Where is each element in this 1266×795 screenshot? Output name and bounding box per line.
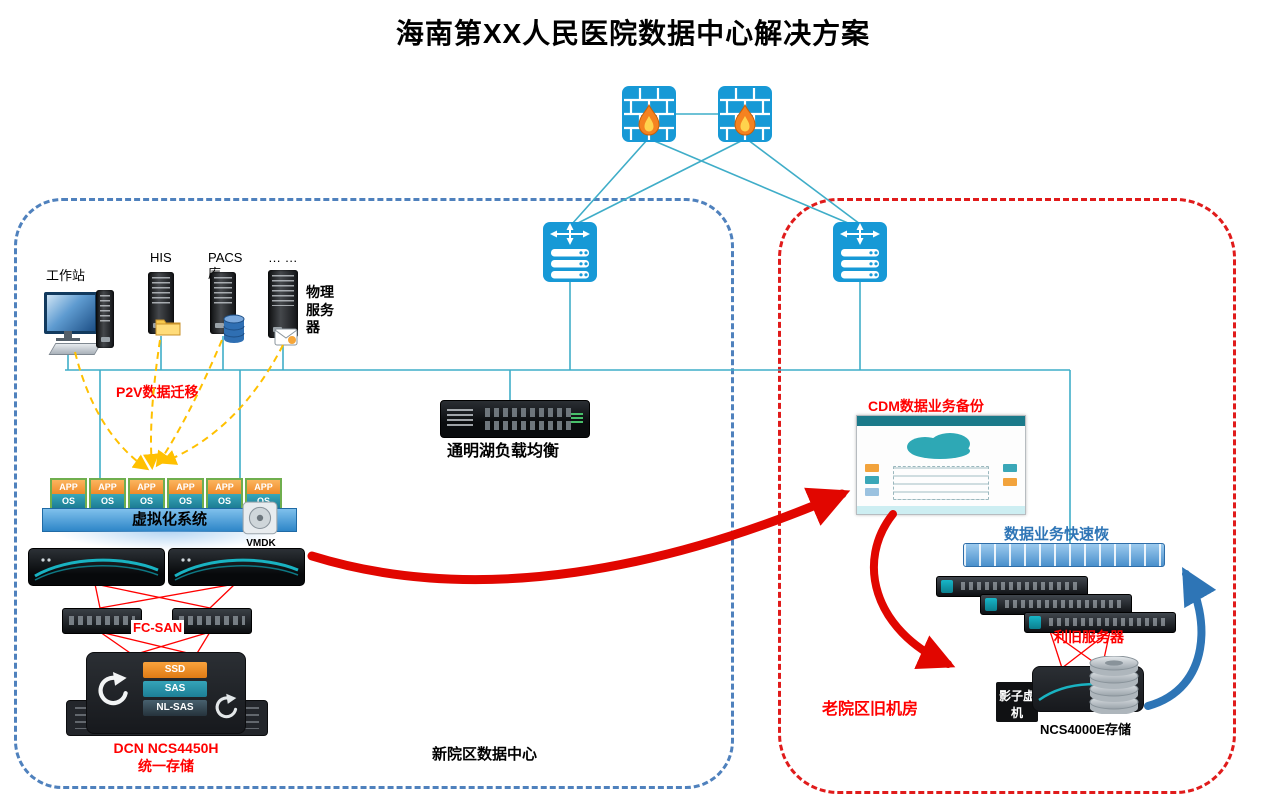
workstation-keyboard-icon [48,343,102,355]
cdm-node [865,488,879,496]
mail-icon [274,328,298,346]
ncs4000e-storage-label: NCS4000E存储 [1040,722,1132,737]
zone-new-campus-label: 新院区数据中心 [432,746,538,763]
workstation-monitor-icon [44,292,98,334]
core-switch-icon-1 [543,222,597,282]
firewall-icon-1 [622,86,676,142]
refresh-arrow-icon [215,693,238,719]
storage-tier-sas: SAS [143,681,207,697]
storage-ncs4450h-icon: SSD SAS NL-SAS [86,652,246,734]
workstation-label: 工作站 [46,268,86,283]
more-servers-label: … … [268,250,298,265]
virtual-host-server-icon-2 [168,548,305,586]
p2v-migration-label: P2V数据迁移 [116,384,199,400]
monitor-base [56,338,80,341]
monitor-stand [64,331,72,338]
cdm-flow-area [893,466,989,500]
cdm-header-strip [857,416,1025,426]
fc-san-label: FC-SAN [131,620,185,637]
old-server-icon-3 [1024,612,1176,633]
database-icon [222,314,246,344]
storage-model-label: DCN NCS4450H 统一存储 [113,740,219,774]
fc-switch-icon-2 [172,608,252,634]
led-lights [571,413,583,423]
folder-icon [155,316,181,336]
storage-tier-nlsas: NL-SAS [143,700,207,716]
workstation-tower-icon [96,290,114,348]
storage-tier-ssd: SSD [143,662,207,678]
cdm-node [865,476,879,484]
cdm-backup-label: CDM数据业务备份 [868,398,984,414]
refresh-arrow-icon [98,672,128,706]
load-balancer-device [440,400,590,438]
cdm-node [865,464,879,472]
virtual-host-server-icon-1 [28,548,165,586]
port-row [485,408,571,417]
server-physical-icon [268,270,298,338]
cdm-screenshot-panel [856,415,1026,515]
zone-old-campus-label: 老院区旧机房 [822,701,919,718]
fc-switch-icon-1 [62,608,142,634]
his-label: HIS [150,250,172,265]
reused-servers-label: 利旧服务器 [1054,629,1124,645]
port-row [485,421,571,430]
recovery-bar [963,543,1165,567]
core-switch-icon-2 [833,222,887,282]
firewall-icon-2 [718,86,772,142]
device-logo [447,409,473,427]
cdm-footer-strip [857,506,1025,514]
load-balancer-label: 通明湖负载均衡 [447,443,560,460]
physical-server-label: 物理服务器 [306,284,334,335]
disk-stack-icon [1086,655,1142,715]
shadow-vm-box: 影子虚机 [996,682,1038,722]
vmdk-disk-icon [241,500,279,538]
cloud-icon [907,433,970,459]
page-title: 海南第XX人民医院数据中心解决方案 [395,18,871,49]
cdm-node [1003,478,1017,486]
cdm-node [1003,464,1017,472]
vmdk-label: VMDK [246,538,276,549]
